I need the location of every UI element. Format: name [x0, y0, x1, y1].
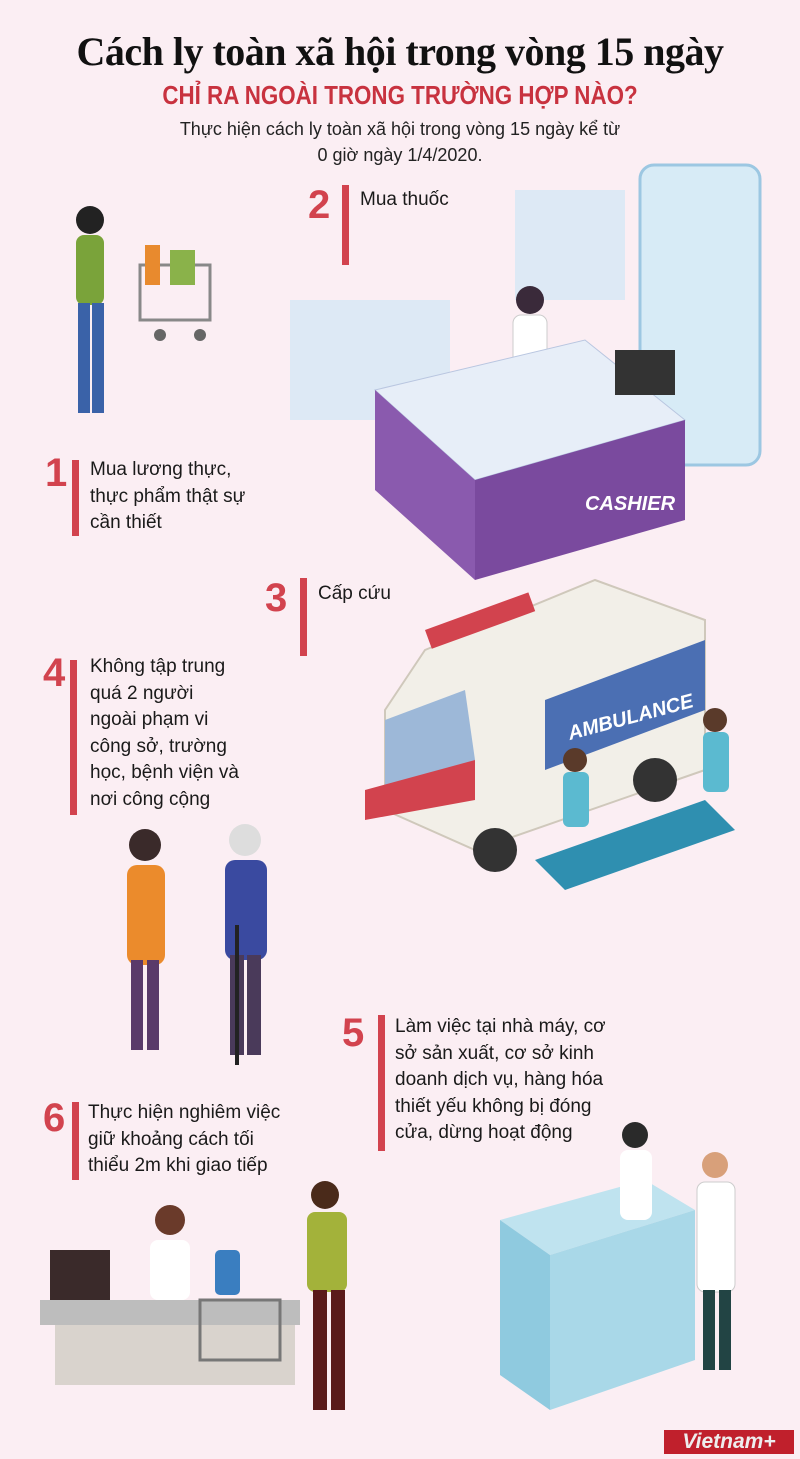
item-line: cần thiết — [90, 512, 162, 533]
cashier-label: CASHIER — [585, 493, 676, 515]
item-line: giữ khoảng cách tối — [88, 1128, 254, 1150]
people-illustration — [127, 824, 267, 1065]
checkout-illustration — [40, 1181, 347, 1410]
item-line: ngoài phạm vi — [90, 709, 209, 730]
lab-illustration — [500, 1122, 736, 1410]
item-number: 1 — [45, 451, 68, 495]
vietnamplus-logo: Vietnam+ — [664, 1430, 794, 1454]
item-text: Mua thuốc — [360, 187, 449, 214]
item-number: 5 — [342, 1011, 365, 1055]
page-subtitle: CHỈ RA NGOÀI TRONG TRƯỜNG HỢP NÀO? — [162, 80, 638, 110]
item-line: công sở, trường — [90, 735, 227, 757]
item-text: Không tập trung quá 2 người ngoài phạm v… — [90, 654, 239, 813]
item-divider — [72, 1102, 79, 1180]
item-text: Thực hiện nghiêm việc giữ khoảng cách tố… — [88, 1100, 280, 1180]
item-line: Làm việc tại nhà máy, cơ — [395, 1016, 606, 1037]
item-line: cửa, dừng hoạt động — [395, 1122, 573, 1143]
item-line: sở sản xuất, cơ sở kinh — [395, 1042, 594, 1064]
item-number: 2 — [308, 183, 331, 227]
item-divider — [378, 1015, 385, 1151]
item-line: Mua thuốc — [360, 189, 449, 210]
item-number: 6 — [43, 1096, 66, 1140]
pharmacy-illustration: CASHIER — [290, 163, 762, 580]
item-line: thiểu 2m khi giao tiếp — [88, 1155, 268, 1176]
item-text: Làm việc tại nhà máy, cơ sở sản xuất, cơ… — [395, 1014, 606, 1147]
item-line: quá 2 người — [90, 682, 194, 704]
item-line: thực phẩm thật sự — [90, 485, 246, 507]
item-divider — [342, 185, 349, 265]
item-divider — [72, 460, 79, 536]
item-line: nơi công cộng — [90, 788, 211, 810]
ambulance-illustration: AMBULANCE — [365, 578, 735, 890]
item-divider — [70, 660, 77, 815]
item-line: Cấp cứu — [318, 583, 391, 604]
item-text: Mua lương thực, thực phẩm thật sự cần th… — [90, 457, 245, 537]
intro-text: Thực hiện cách ly toàn xã hội trong vòng… — [100, 116, 700, 168]
item-number: 4 — [43, 651, 66, 695]
item-line: doanh dịch vụ, hàng hóa — [395, 1069, 604, 1090]
item-line: Thực hiện nghiêm việc — [88, 1102, 281, 1123]
item-line: học, bệnh viện và — [90, 762, 239, 783]
intro-line: 0 giờ ngày 1/4/2020. — [317, 145, 483, 165]
item-line: Mua lương thực, — [90, 459, 232, 480]
item-divider — [300, 578, 307, 656]
item-number: 3 — [265, 576, 288, 620]
shopper-illustration — [76, 206, 212, 413]
page-title: Cách ly toàn xã hội trong vòng 15 ngày — [76, 29, 724, 74]
item-text: Cấp cứu — [318, 581, 391, 608]
intro-line: Thực hiện cách ly toàn xã hội trong vòng… — [179, 119, 621, 139]
item-line: Không tập trung — [90, 656, 226, 677]
item-line: thiết yếu không bị đóng — [395, 1095, 592, 1117]
